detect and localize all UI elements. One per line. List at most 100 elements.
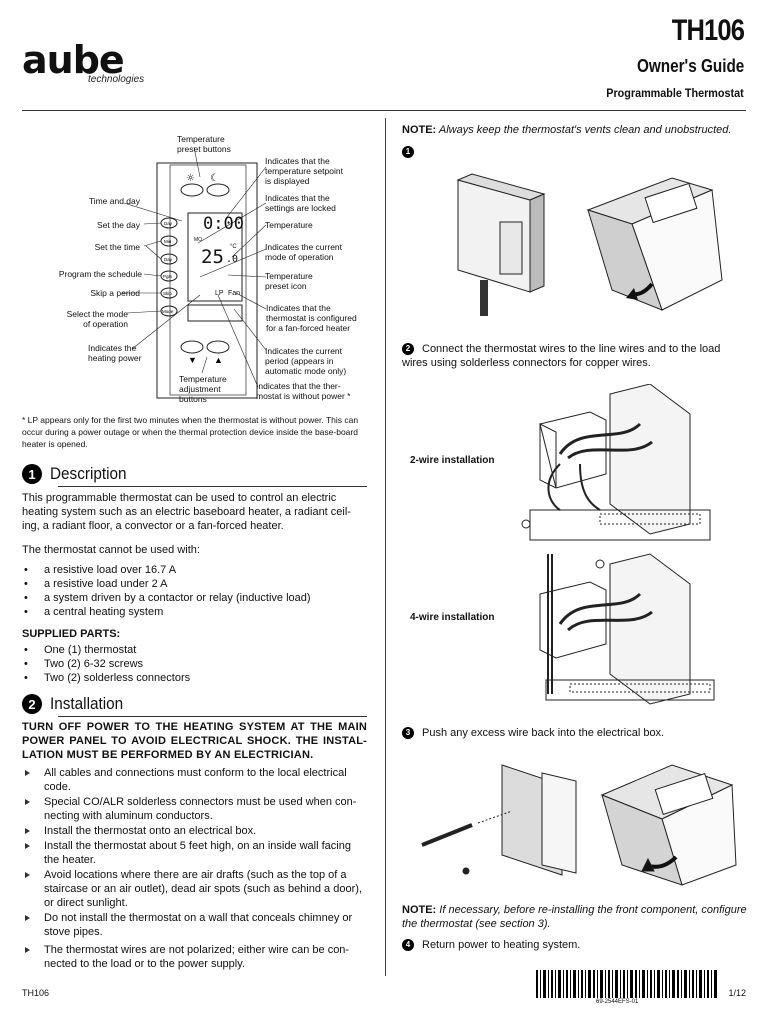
label-skip-period: Skip a period: [90, 288, 140, 298]
label-temperature-preset-icon: Temperature preset icon: [265, 271, 313, 291]
note-vents: NOTE: Always keep the thermostat's vents…: [402, 123, 752, 137]
section-underline: [58, 486, 367, 487]
label-current-mode: Indicates the current mode of operation: [265, 242, 343, 262]
column-divider: [385, 118, 386, 976]
display-time: 0:00: [203, 214, 244, 234]
label-2-wire-installation: 2-wire installation: [410, 455, 495, 466]
guide-title: Owner's Guide: [636, 56, 744, 76]
note-label: NOTE:: [402, 124, 437, 136]
installation-list: All cables and connections must conform …: [22, 766, 367, 971]
not-used-list: a resistive load over 16.7 A a resistive…: [22, 563, 367, 619]
barcode: [536, 970, 717, 998]
label-heating-power: Indicates the heating power: [88, 343, 142, 363]
list-item: All cables and connections must conform …: [22, 766, 367, 794]
svg-text:Mode: Mode: [162, 309, 174, 314]
section-description-header: 1 Description: [22, 464, 367, 484]
header-divider: [22, 110, 746, 111]
section-installation: 2 Installation: [22, 694, 367, 717]
svg-text:▼: ▼: [188, 355, 197, 365]
list-item: Install the thermostat about 5 feet high…: [22, 839, 367, 867]
step-number-badge: 2: [402, 343, 414, 356]
label-settings-locked: Indicates that the settings are locked: [265, 193, 336, 213]
list-item: Avoid locations where there are air draf…: [22, 868, 367, 910]
step-text: Connect the thermostat wires to the line…: [402, 343, 721, 369]
label-temperature: Temperature: [265, 220, 313, 230]
list-item: Install the thermostat onto an electrica…: [22, 824, 367, 838]
list-item: a central heating system: [22, 605, 367, 619]
brand-logo: aube: [22, 38, 125, 82]
svg-text:▲: ▲: [214, 355, 223, 365]
display-lp-indicator: LP: [215, 290, 224, 297]
display-mo-indicator: MO: [194, 237, 203, 243]
svg-text:☾: ☾: [210, 173, 219, 184]
step-text: Push any excess wire back into the elect…: [422, 727, 665, 739]
lp-footnote: * LP appears only for the first two minu…: [22, 415, 359, 449]
list-item: One (1) thermostat: [22, 643, 367, 657]
barcode-number: 69-2544EFS-01: [596, 999, 639, 1005]
section-title: Installation: [50, 694, 124, 713]
label-time-and-day: Time and day: [88, 196, 140, 206]
svg-text:Min: Min: [164, 239, 172, 244]
label-temperature-preset-buttons: Temperature preset buttons: [177, 134, 231, 154]
label-fan-forced: Indicates that the thermostat is configu…: [266, 303, 357, 333]
label-set-day: Set the day: [96, 220, 140, 230]
label-set-time: Set the time: [94, 242, 140, 252]
note-label: NOTE:: [402, 904, 437, 916]
model-number: TH106: [671, 14, 745, 47]
step-number-badge: 1: [402, 145, 414, 158]
section-number-badge: 2: [22, 694, 42, 714]
page-number: 1/12: [728, 988, 746, 998]
step-1: 1: [402, 143, 422, 161]
display-fan-indicator: Fan: [228, 290, 241, 297]
label-select-mode: Select the mode of operation: [66, 309, 128, 329]
label-current-period: Indicates the current period (appears in…: [265, 346, 347, 376]
label-without-power: Indicates that the ther- mostat is witho…: [256, 381, 351, 401]
list-item: Two (2) 6-32 screws: [22, 657, 367, 671]
thermostat-diagram: ☼ ☾ Day Min Day Pgm Skip Mode ▼ ▲: [122, 146, 267, 399]
step-3: 3 Push any excess wire back into the elec…: [402, 726, 747, 740]
svg-text:Day: Day: [164, 221, 173, 226]
not-used-intro: The thermostat cannot be used with:: [22, 544, 200, 556]
list-item: Two (2) solderless connectors: [22, 671, 367, 685]
section-underline: [58, 716, 367, 717]
list-item: Do not install the thermostat on a wall …: [22, 911, 367, 939]
label-program-schedule: Program the schedule: [58, 269, 142, 279]
svg-text:☼: ☼: [186, 173, 195, 184]
label-setpoint-displayed: Indicates that the temperature setpoint …: [265, 156, 343, 186]
display-temperature: 25: [201, 246, 224, 268]
section-description: 1 Description: [22, 464, 367, 487]
section-number-badge: 1: [22, 464, 42, 484]
svg-text:Pgm: Pgm: [163, 274, 173, 279]
list-item: The thermostat wires are not polarized; …: [22, 943, 367, 971]
note-configure: NOTE: If necessary, before re-installing…: [402, 903, 752, 931]
svg-text:Skip: Skip: [163, 291, 172, 296]
note-text: If necessary, before re-installing the f…: [402, 904, 747, 930]
brand-logo-subtitle: technologies: [88, 74, 145, 85]
supplied-parts-heading: SUPPLIED PARTS:: [22, 628, 121, 640]
illustration-remove-front: [456, 173, 723, 316]
illustration-reinstall: [421, 764, 737, 886]
list-item: Special CO/ALR solderless connectors mus…: [22, 795, 367, 823]
list-item: a system driven by a contactor or relay …: [22, 591, 367, 605]
display-temperature-decimal: .0: [226, 254, 239, 265]
list-item: a resistive load over 16.7 A: [22, 563, 367, 577]
footer-model: TH106: [22, 988, 50, 998]
illustration-wiring: [521, 384, 715, 705]
supplied-parts-list: One (1) thermostat Two (2) 6-32 screws T…: [22, 643, 367, 685]
description-paragraph: This programmable thermostat can be used…: [22, 492, 351, 532]
step-text: Return power to heating system.: [422, 939, 581, 951]
label-temperature-adjustment-buttons: Temperature adjustment buttons: [179, 374, 227, 404]
step-number-badge: 4: [402, 939, 414, 952]
note-text: Always keep the thermostat's vents clean…: [438, 124, 732, 136]
section-title: Description: [50, 464, 127, 483]
display-unit: °C: [230, 244, 237, 250]
svg-text:Day: Day: [164, 257, 173, 262]
product-subtitle: Programmable Thermostat: [606, 86, 744, 100]
list-item: a resistive load under 2 A: [22, 577, 367, 591]
section-installation-header: 2 Installation: [22, 694, 367, 714]
step-4: 4 Return power to heating system.: [402, 938, 747, 952]
installation-warning: TURN OFF POWER TO THE HEATING SYSTEM AT …: [22, 721, 367, 761]
label-4-wire-installation: 4-wire installation: [410, 612, 495, 623]
step-number-badge: 3: [402, 727, 414, 740]
